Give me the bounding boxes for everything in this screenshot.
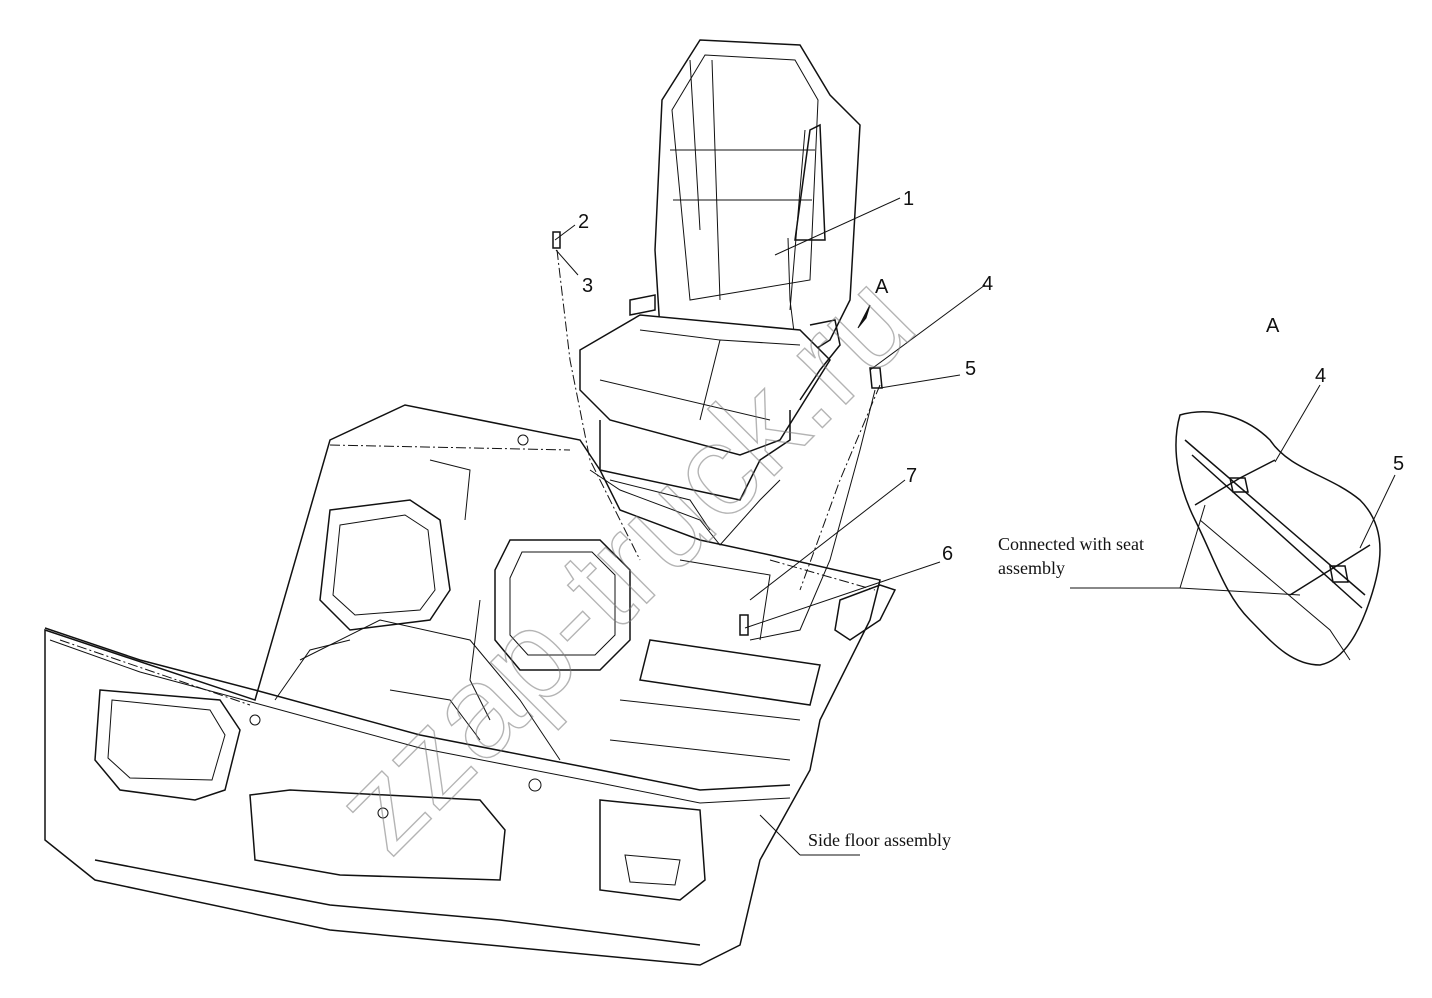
seat-assembly	[579, 39, 861, 546]
side-floor-note: Side floor assembly	[808, 830, 951, 850]
detail-callout-5: 5	[1393, 453, 1404, 475]
view-arrow	[857, 304, 871, 329]
callout-1: 1	[903, 188, 914, 210]
detail-view-a	[1070, 384, 1396, 666]
hose-lines	[552, 231, 883, 641]
callout-5: 5	[965, 358, 976, 380]
callout-2: 2	[578, 211, 589, 233]
view-a-marker: A	[875, 276, 889, 298]
callout-3: 3	[582, 275, 593, 297]
floor-assembly	[44, 404, 897, 966]
callout-4: 4	[982, 273, 993, 295]
callout-labels: 1 2 3 4 5 6 7 A A 4 5 Connected with sea…	[578, 188, 1404, 850]
leader-lines	[554, 197, 986, 856]
detail-view-title: A	[1266, 315, 1280, 337]
callout-7: 7	[906, 465, 917, 487]
detail-callout-4: 4	[1315, 365, 1326, 387]
callout-6: 6	[942, 543, 953, 565]
seat-connection-note-line2: assembly	[998, 558, 1065, 578]
seat-connection-note-line1: Connected with seat	[998, 534, 1144, 554]
